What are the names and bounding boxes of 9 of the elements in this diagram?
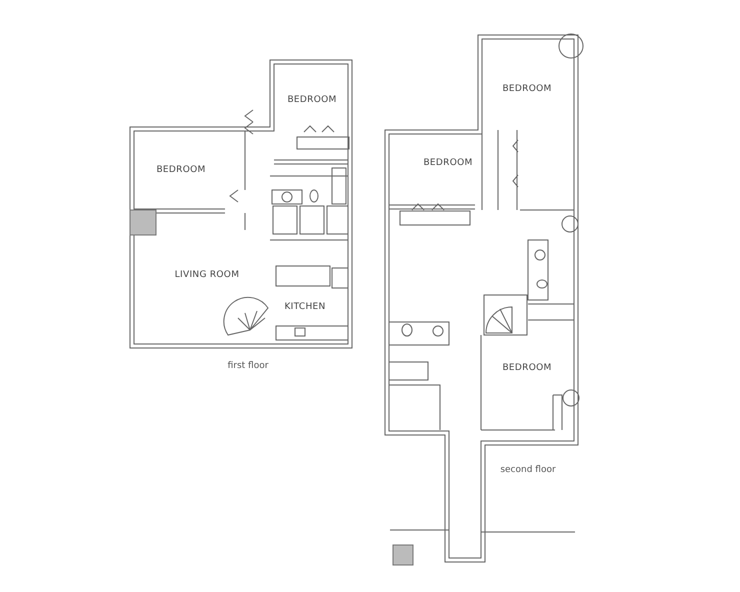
room-label: LIVING ROOM [174, 270, 240, 280]
room-label: BEDROOM [502, 363, 552, 373]
floor-caption: second floor [500, 465, 556, 475]
room-label: BEDROOM [156, 165, 206, 175]
room-label: BEDROOM [423, 158, 473, 168]
room-label: BEDROOM [502, 84, 552, 94]
floor-caption: first floor [228, 361, 268, 371]
room-label: BEDROOM [287, 95, 337, 105]
room-label: KITCHEN [284, 302, 326, 312]
